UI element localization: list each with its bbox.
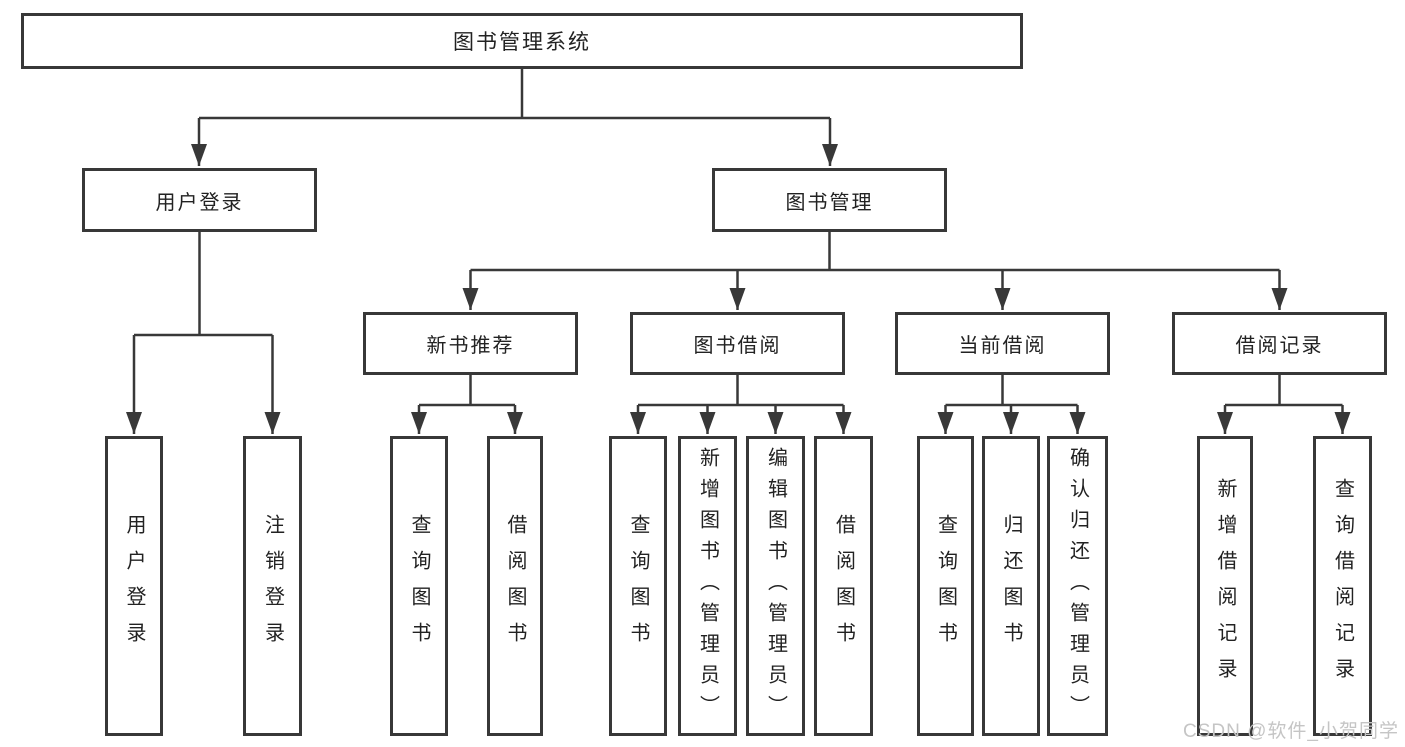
leaf-add-book-admin-label: 新增图书（管理员） [696,446,719,726]
leaf-query-books-current: 查询图书 [917,436,974,736]
node-book-management-label: 图书管理 [785,191,874,214]
leaf-confirm-return-admin-label: 确认归还（管理员） [1066,446,1089,726]
leaf-edit-book-admin-label: 编辑图书（管理员） [764,446,787,726]
node-book-borrowing-label: 图书借阅 [693,335,782,357]
node-new-book-recommend-label: 新书推荐 [426,335,515,357]
leaf-logout-label: 注销登录 [261,514,284,658]
leaf-add-borrow-record-label: 新增借阅记录 [1214,478,1236,694]
leaf-edit-book-admin: 编辑图书（管理员） [746,436,805,736]
node-system-root-label: 图书管理系统 [453,31,591,54]
leaf-query-borrow-record-label: 查询借阅记录 [1331,478,1354,694]
leaf-return-books-label: 归还图书 [1000,514,1022,658]
node-borrow-records-label: 借阅记录 [1235,335,1324,357]
leaf-user-login-label: 用户登录 [123,514,145,658]
leaf-query-books-recommend-label: 查询图书 [408,514,430,658]
leaf-add-book-admin: 新增图书（管理员） [678,436,737,736]
leaf-return-books: 归还图书 [982,436,1040,736]
node-user-login: 用户登录 [82,168,317,232]
leaf-logout: 注销登录 [243,436,302,736]
csdn-watermark: CSDN @软件_小贺同学 [1183,721,1399,742]
leaf-borrow-books-recommend: 借阅图书 [487,436,543,736]
leaf-query-borrow-record: 查询借阅记录 [1313,436,1372,736]
node-user-login-label: 用户登录 [155,191,244,214]
leaf-borrow-books-borrowing: 借阅图书 [814,436,873,736]
leaf-add-borrow-record: 新增借阅记录 [1197,436,1253,736]
node-current-borrowing: 当前借阅 [895,312,1110,375]
leaf-query-books-current-label: 查询图书 [934,514,957,658]
leaf-query-books-borrowing: 查询图书 [609,436,667,736]
leaf-user-login: 用户登录 [105,436,163,736]
leaf-borrow-books-borrowing-label: 借阅图书 [832,514,855,658]
node-new-book-recommend: 新书推荐 [363,312,578,375]
leaf-query-books-recommend: 查询图书 [390,436,448,736]
node-book-borrowing: 图书借阅 [630,312,845,375]
leaf-borrow-books-recommend-label: 借阅图书 [504,514,526,658]
leaf-confirm-return-admin: 确认归还（管理员） [1047,436,1108,736]
node-current-borrowing-label: 当前借阅 [958,335,1047,357]
node-book-management: 图书管理 [712,168,947,232]
leaf-query-books-borrowing-label: 查询图书 [627,514,649,658]
node-system-root: 图书管理系统 [21,13,1023,69]
node-borrow-records: 借阅记录 [1172,312,1387,375]
